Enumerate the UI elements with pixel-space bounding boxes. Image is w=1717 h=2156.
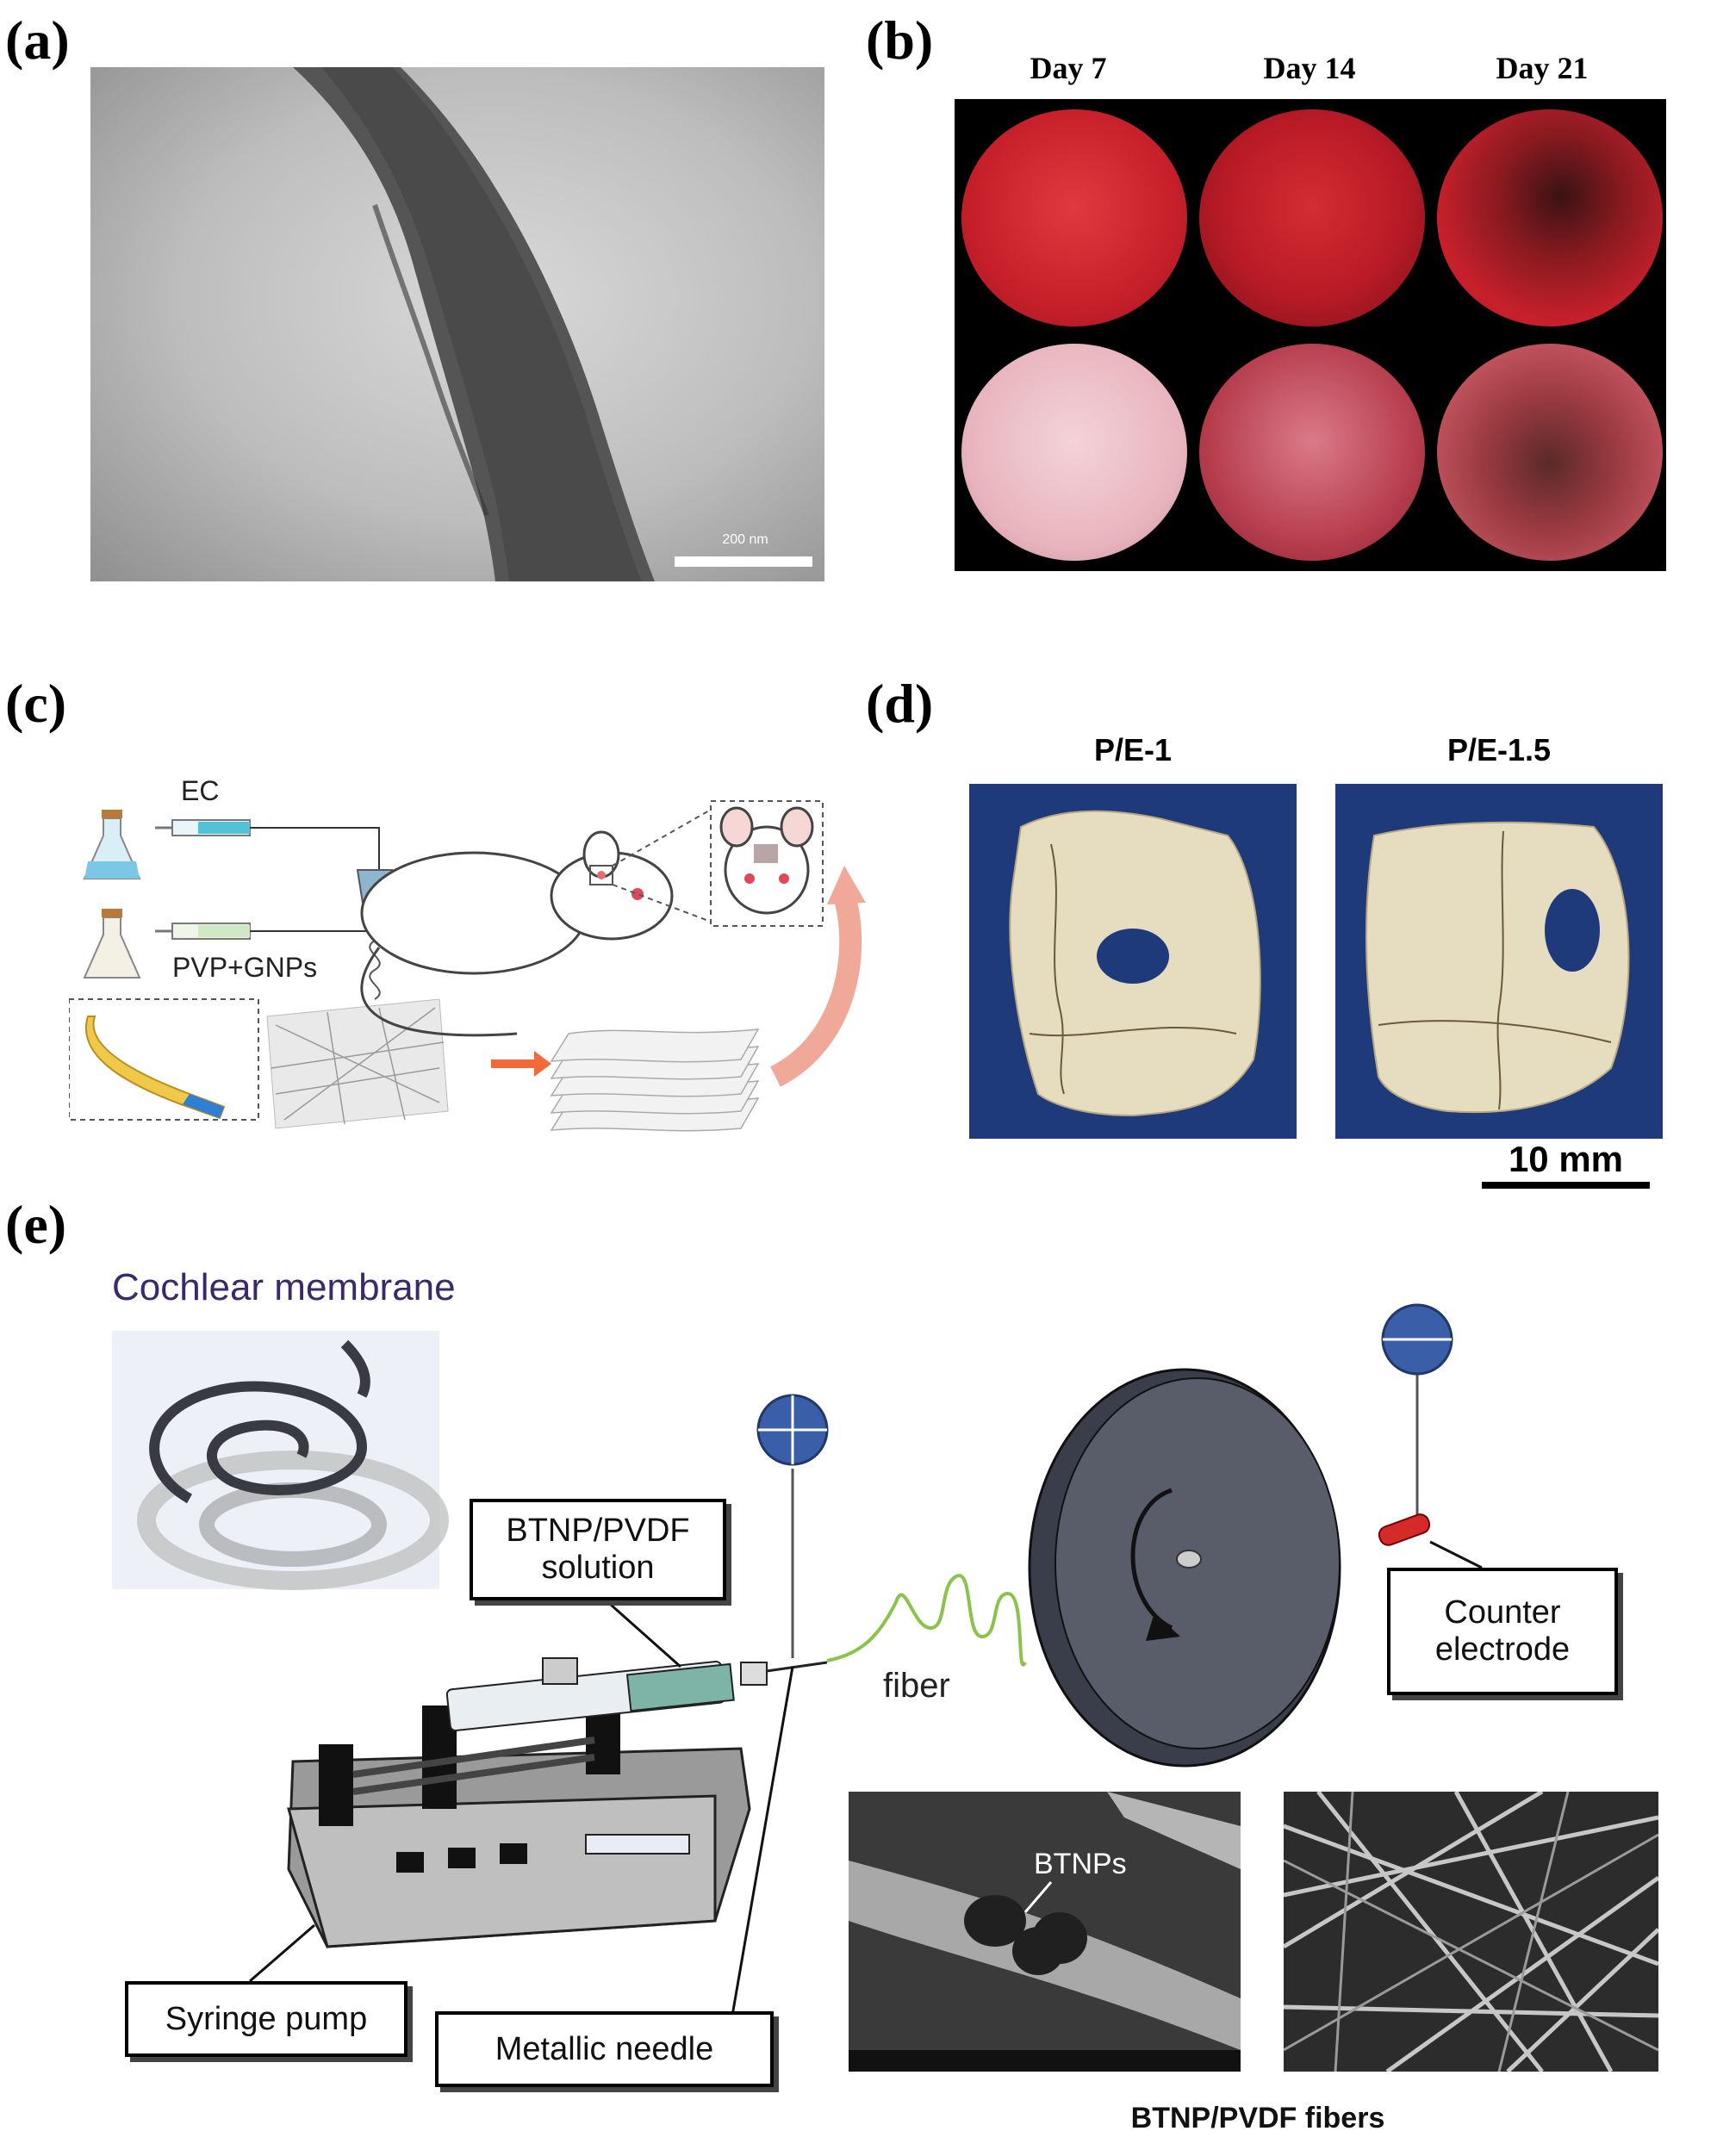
fiber-strand (293, 67, 655, 581)
pe15-title: P/E-1.5 (1446, 732, 1552, 767)
ct-scan-pe15 (1335, 784, 1663, 1139)
ct-scale-bar (1482, 1182, 1650, 1189)
stain-well-r2-d7 (961, 344, 1187, 561)
stain-well-r1-d14 (1199, 109, 1425, 326)
scale-bar (675, 556, 812, 567)
stain-well-r1-d21 (1437, 109, 1663, 326)
pe1-title: P/E-1 (1093, 732, 1173, 767)
tem-image: 200 nm (90, 67, 824, 581)
fiber-label: fiber (883, 1667, 950, 1705)
panel-e-label: (e) (5, 1194, 67, 1255)
ct-scan-pe1 (969, 784, 1297, 1139)
panel-d-label: (d) (866, 673, 934, 734)
btnps-label: BTNPs (1034, 1848, 1127, 1880)
pvp-gnps-label: PVP+GNPs (172, 952, 318, 983)
panel-a-label: (a) (5, 9, 70, 71)
day-7-label: Day 7 (1030, 51, 1107, 85)
metallic-needle-box: Metallic needle (435, 2011, 774, 2087)
btnp-pvdf-fibers-caption: BTNP/PVDF fibers (1130, 2102, 1385, 2134)
sem-mesh-drawing (1284, 1792, 1658, 2072)
panel-b-label: (b) (866, 9, 934, 71)
sem-image-fibers (1284, 1792, 1658, 2072)
day-14-label: Day 14 (1263, 51, 1356, 85)
electrospinning-schematic: EC PVP+GNPs (69, 758, 922, 1146)
sem-fiber-drawing (849, 1792, 1241, 2072)
solution-label-box: BTNP/PVDF solution (470, 1499, 726, 1600)
day-21-label: Day 21 (1496, 51, 1589, 85)
sem-image-btnps: BTNPs (849, 1792, 1241, 2072)
panel-c-label: (c) (5, 673, 67, 734)
ct-scale-bar-label: 10 mm (1508, 1139, 1624, 1179)
skull-pe1 (1009, 810, 1261, 1117)
cochlear-label: Cochlear membrane (112, 1266, 456, 1308)
syringe-pump-box: Syringe pump (125, 1981, 407, 2057)
schematic-drawing (69, 800, 866, 1132)
ec-label: EC (181, 775, 220, 806)
counter-electrode-box: Counter electrode (1387, 1568, 1618, 1695)
stain-well-r2-d14 (1199, 344, 1425, 561)
stain-well-r1-d7 (961, 109, 1187, 326)
scale-bar-label: 200 nm (722, 532, 768, 547)
skull-pe15 (1365, 821, 1630, 1114)
stain-well-r2-d21 (1437, 344, 1663, 561)
stain-grid (955, 99, 1666, 571)
